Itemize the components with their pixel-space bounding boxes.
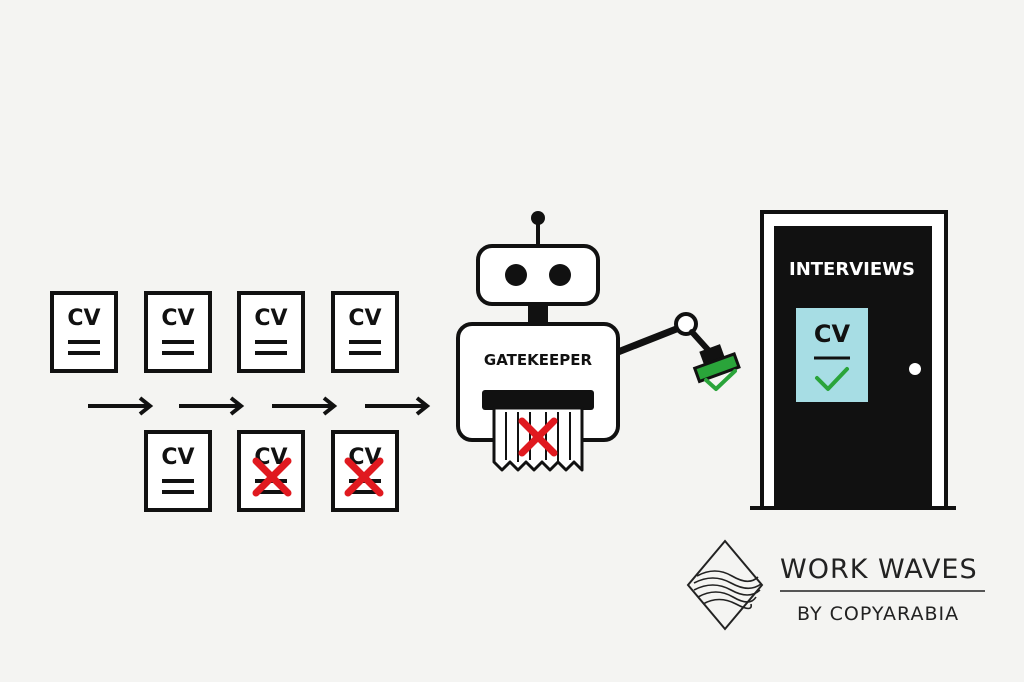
robot-label: GATEKEEPER: [484, 351, 593, 369]
cv-document-icon: [50, 291, 118, 373]
antenna-icon: [531, 211, 545, 225]
cv-document-2: CV: [144, 291, 212, 373]
stamp-icon: [692, 344, 741, 384]
cv-document-5: CV: [144, 430, 212, 512]
robot-icon: GATEKEEPER: [456, 211, 741, 472]
cv-label: CV: [67, 306, 100, 331]
door-icon: INTERVIEWS CV: [750, 210, 956, 510]
door-knob: [909, 363, 921, 375]
cv-document-3: CV: [237, 291, 305, 373]
cv-document-icon: [237, 430, 305, 512]
door-label: INTERVIEWS: [789, 259, 915, 280]
wave-diamond-logo-icon: [686, 539, 764, 631]
brand-byline: BY COPYARABIA: [797, 603, 959, 625]
arrow-icon: [270, 396, 336, 416]
cv-document-1: CV: [50, 291, 118, 373]
cv-document-icon: [331, 291, 399, 373]
robot-arm-joint: [674, 312, 698, 336]
arrow-icon: [177, 396, 243, 416]
cv-label: CV: [161, 306, 194, 331]
cv-document-rejected-1: CV: [237, 430, 305, 512]
cv-document-icon: [237, 291, 305, 373]
brand-name: WORK WAVES: [780, 554, 978, 585]
cv-document-4: CV: [331, 291, 399, 373]
checkmark-icon: [704, 369, 737, 391]
shredder-slot: [482, 390, 594, 410]
cv-label: CV: [254, 306, 287, 331]
cv-document-icon: [144, 291, 212, 373]
cv-document-rejected-2: CV: [331, 430, 399, 512]
cv-document-icon: [144, 430, 212, 512]
door-cv-label: CV: [814, 320, 851, 348]
arrow-icon: [363, 396, 429, 416]
cv-label: CV: [348, 306, 381, 331]
arrow-icon: [86, 396, 152, 416]
cv-document-icon: [331, 430, 399, 512]
robot-head: [476, 244, 600, 306]
robot-eye-icon: [505, 264, 527, 286]
robot-eye-icon: [549, 264, 571, 286]
checkmark-icon: [815, 367, 849, 391]
cv-label: CV: [161, 445, 194, 470]
